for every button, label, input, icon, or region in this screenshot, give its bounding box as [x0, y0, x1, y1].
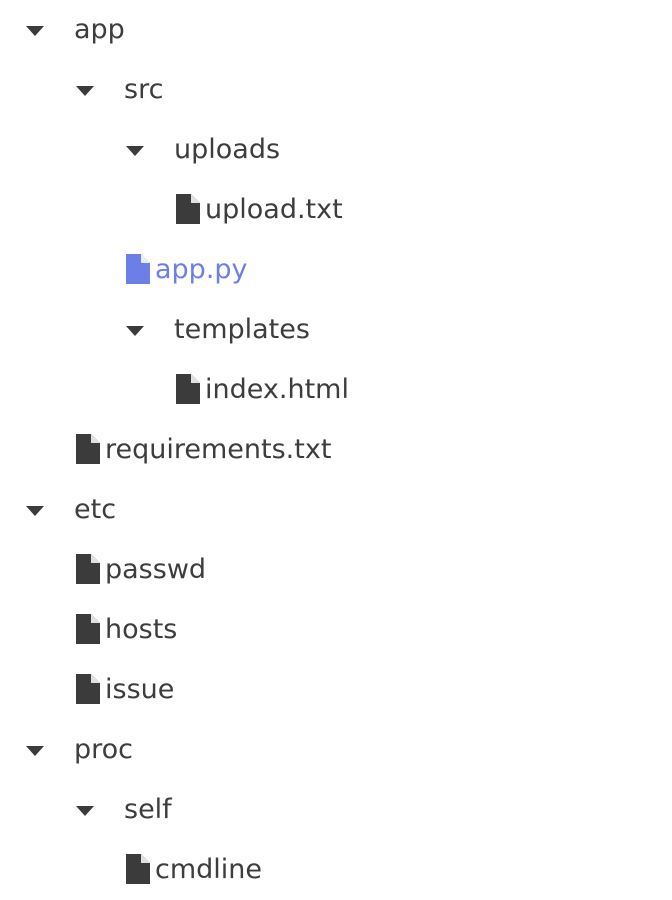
- file-label[interactable]: hosts: [105, 614, 178, 645]
- tree-folder-uploads[interactable]: uploads: [0, 120, 672, 180]
- folder-label[interactable]: templates: [174, 314, 310, 345]
- caret-down-icon[interactable]: [126, 146, 144, 156]
- caret-down-icon[interactable]: [126, 326, 144, 336]
- file-icon: [176, 374, 200, 404]
- file-label[interactable]: passwd: [105, 554, 207, 585]
- folder-label[interactable]: self: [124, 794, 172, 825]
- tree-file-cmdline[interactable]: cmdline: [0, 840, 672, 900]
- file-label[interactable]: app.py: [155, 254, 248, 285]
- tree-file-app-py[interactable]: app.py: [0, 240, 672, 300]
- tree-file-hosts[interactable]: hosts: [0, 600, 672, 660]
- folder-label[interactable]: etc: [74, 494, 117, 525]
- folder-label[interactable]: src: [124, 74, 164, 105]
- file-icon: [76, 554, 100, 584]
- folder-label[interactable]: app: [74, 14, 125, 45]
- file-icon: [76, 434, 100, 464]
- caret-down-icon[interactable]: [26, 746, 44, 756]
- tree-folder-proc[interactable]: proc: [0, 720, 672, 780]
- file-label[interactable]: cmdline: [155, 854, 263, 885]
- tree-folder-etc[interactable]: etc: [0, 480, 672, 540]
- tree-file-index-html[interactable]: index.html: [0, 360, 672, 420]
- file-label[interactable]: issue: [105, 674, 175, 705]
- file-label[interactable]: upload.txt: [205, 194, 343, 225]
- tree-file-issue[interactable]: issue: [0, 660, 672, 720]
- tree-file-upload-txt[interactable]: upload.txt: [0, 180, 672, 240]
- tree-folder-self[interactable]: self: [0, 780, 672, 840]
- folder-label[interactable]: proc: [74, 734, 134, 765]
- file-label[interactable]: index.html: [205, 374, 349, 405]
- caret-down-icon[interactable]: [76, 86, 94, 96]
- tree-file-passwd[interactable]: passwd: [0, 540, 672, 600]
- file-icon: [176, 194, 200, 224]
- folder-label[interactable]: uploads: [174, 134, 281, 165]
- caret-down-icon[interactable]: [76, 806, 94, 816]
- file-icon: [76, 614, 100, 644]
- file-icon: [126, 854, 150, 884]
- caret-down-icon[interactable]: [26, 26, 44, 36]
- tree-folder-src[interactable]: src: [0, 60, 672, 120]
- file-icon: [76, 674, 100, 704]
- file-label[interactable]: requirements.txt: [105, 434, 332, 465]
- file-icon: [126, 254, 150, 284]
- caret-down-icon[interactable]: [26, 506, 44, 516]
- tree-folder-templates[interactable]: templates: [0, 300, 672, 360]
- tree-folder-app[interactable]: app: [0, 0, 672, 60]
- tree-file-requirements-txt[interactable]: requirements.txt: [0, 420, 672, 480]
